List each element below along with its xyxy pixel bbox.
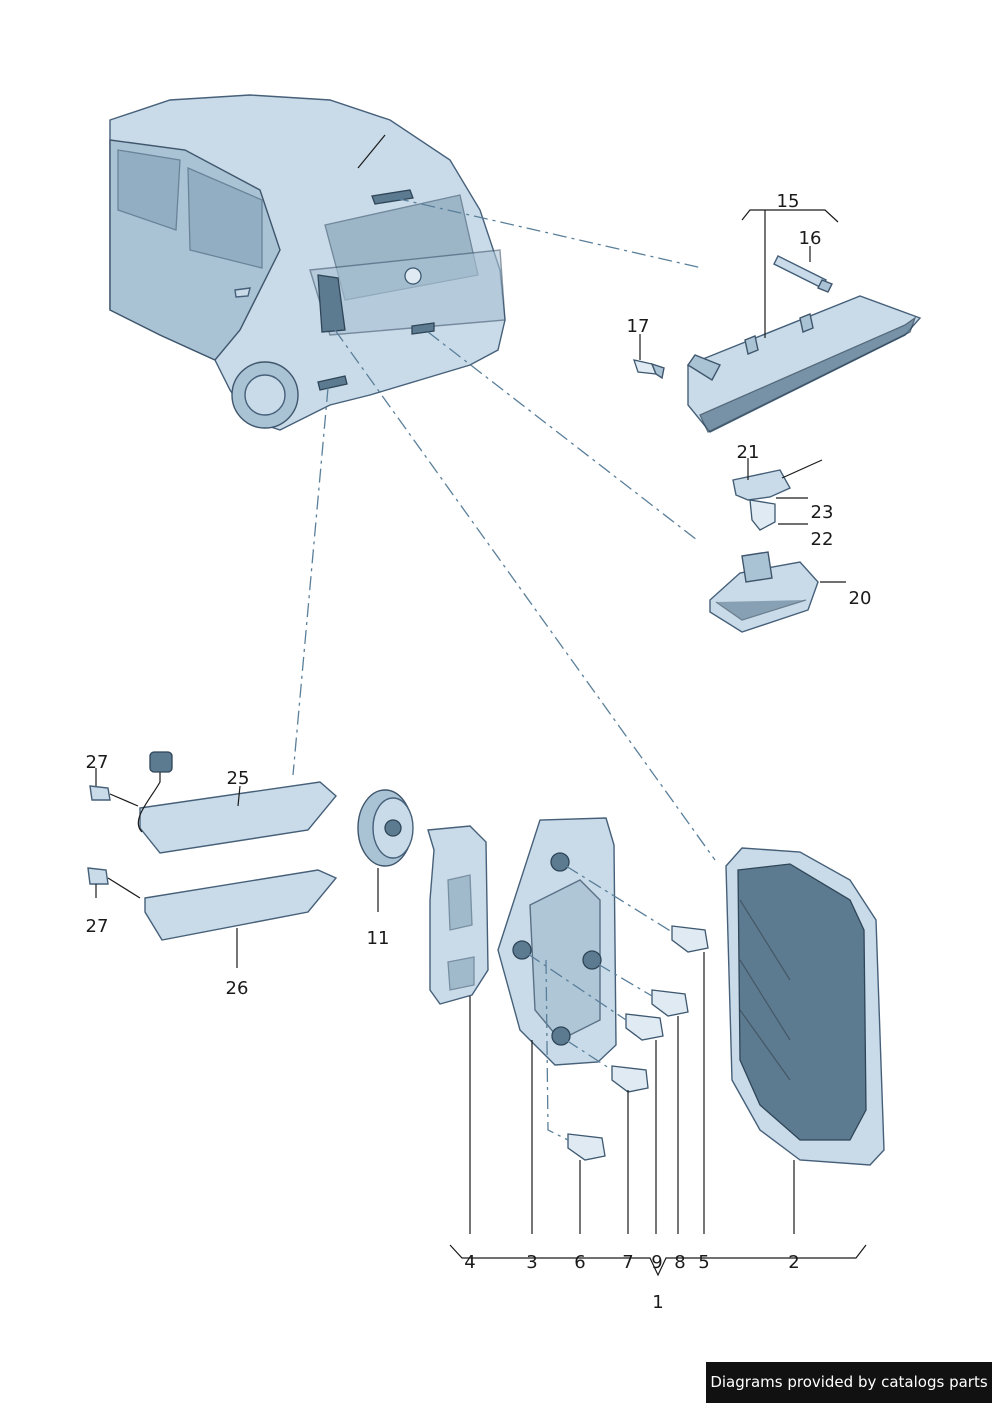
- reflector-25: [137, 751, 337, 854]
- callout-7: 7: [622, 1252, 633, 1273]
- callout-11: 11: [367, 928, 390, 949]
- callout-1: 1: [652, 1292, 663, 1313]
- reflector-26: [144, 869, 338, 941]
- callout-26: 26: [226, 978, 249, 999]
- bulbs-5-to-9: [567, 925, 709, 1161]
- connector-line-brake-light: [394, 197, 703, 269]
- gasket-4: [427, 825, 489, 1005]
- bulb-17: [633, 359, 665, 380]
- callout-9: 9: [651, 1252, 662, 1273]
- callout-20: 20: [849, 588, 872, 609]
- screw-27-lower: [87, 867, 141, 899]
- callout-4: 4: [464, 1252, 475, 1273]
- callout-22: 22: [811, 529, 834, 550]
- connector-line-plate-light: [427, 331, 698, 541]
- car-rear-illustration: [109, 94, 506, 431]
- tail-light-lens-2: [725, 847, 885, 1166]
- credit-banner: Diagrams provided by catalogs parts: [706, 1362, 992, 1403]
- callout-23: 23: [811, 502, 834, 523]
- screw-27-upper: [89, 785, 139, 807]
- callout-21: 21: [737, 442, 760, 463]
- callout-17: 17: [627, 316, 650, 337]
- callout-8: 8: [674, 1252, 685, 1273]
- connector-line-tail-light: [334, 329, 716, 861]
- callout-27-lower: 27: [86, 916, 109, 937]
- connector-line-reflector: [292, 387, 329, 776]
- callout-3: 3: [526, 1252, 537, 1273]
- cap-11: [357, 789, 414, 867]
- callout-15: 15: [777, 191, 800, 212]
- license-plate-light-20: [709, 551, 819, 633]
- plate-light-socket-21: [732, 459, 823, 531]
- screw-16: [773, 255, 833, 293]
- callout-6: 6: [574, 1252, 585, 1273]
- callout-25: 25: [227, 768, 250, 789]
- callout-5: 5: [698, 1252, 709, 1273]
- callout-27-upper: 27: [86, 752, 109, 773]
- callout-2: 2: [788, 1252, 799, 1273]
- callout-16: 16: [799, 228, 822, 249]
- high-mount-brake-light: [687, 295, 922, 433]
- bulb-holder-3: [497, 817, 617, 1066]
